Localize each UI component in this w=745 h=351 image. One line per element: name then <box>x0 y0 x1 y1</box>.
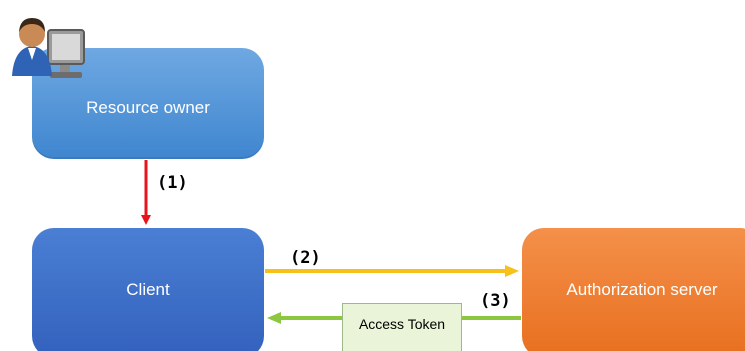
step-1-label: (1) <box>157 173 188 193</box>
step-2-label: (2) <box>290 248 321 268</box>
resource-owner-node: Resource owner <box>32 48 264 159</box>
user-at-computer-icon <box>12 18 85 78</box>
access-token-document: Access Token <box>342 303 462 351</box>
resource-owner-label: Resource owner <box>86 97 210 117</box>
client-label: Client <box>126 280 170 299</box>
client-node: Client <box>32 228 264 351</box>
authorization-server-node: Authorization server <box>522 228 745 351</box>
access-token-label: Access Token <box>358 316 446 332</box>
step-3-label: (3) <box>480 291 511 311</box>
authorization-server-label: Authorization server <box>566 280 718 299</box>
